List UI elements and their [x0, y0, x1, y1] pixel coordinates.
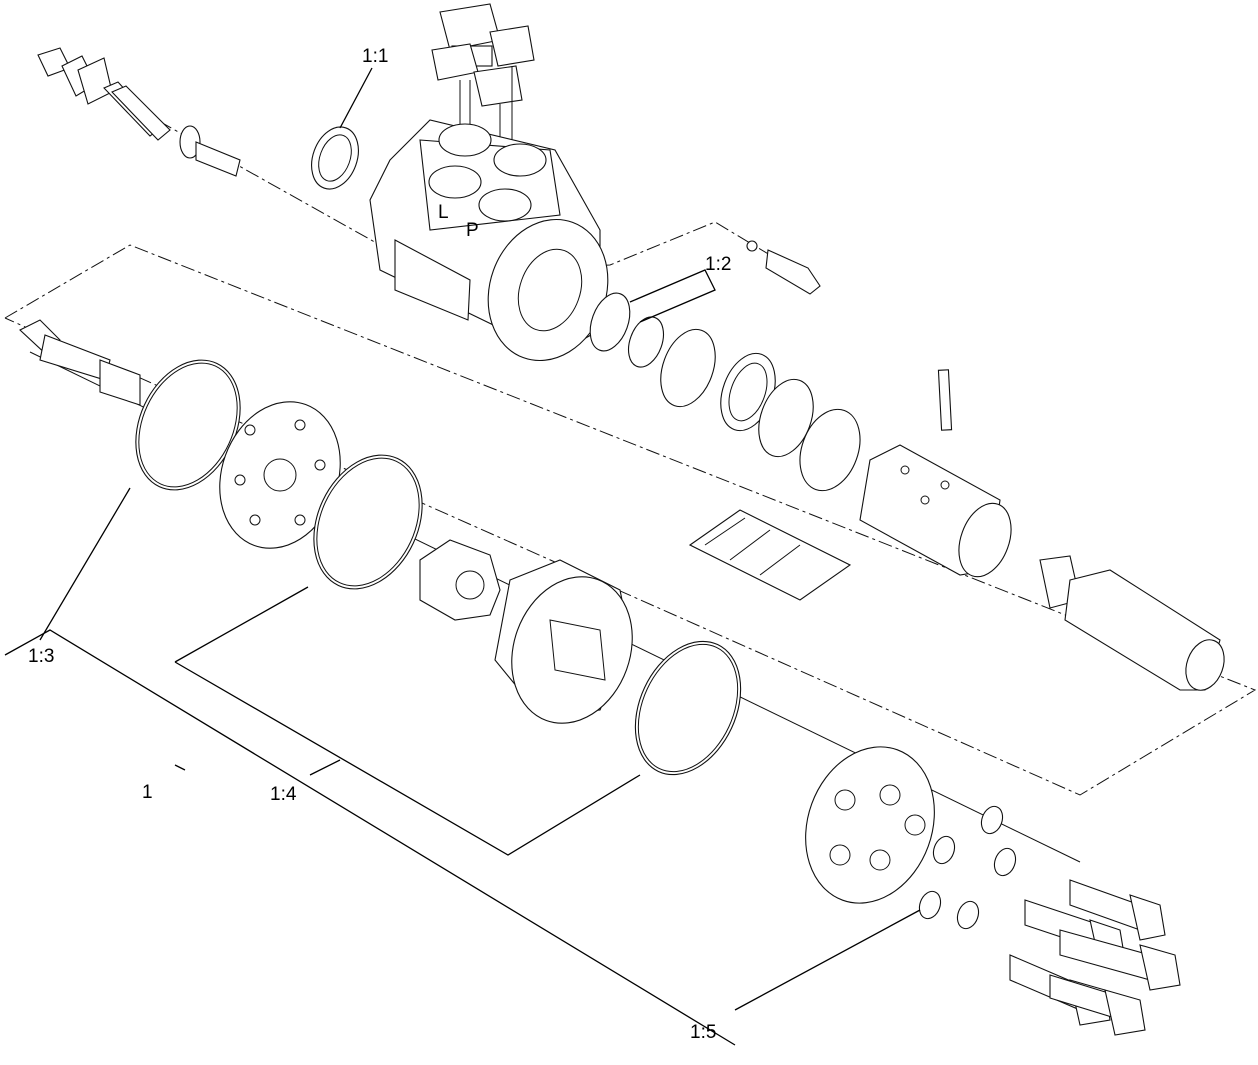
callout-1: 1: [142, 782, 153, 803]
cap-bolts: [1009, 879, 1181, 1036]
o-ring-1-4-lower: [634, 640, 742, 776]
callout-1-5: 1:5: [690, 1022, 716, 1043]
drive-spool: [1039, 555, 1225, 691]
gerotor-rotor: [419, 539, 501, 621]
o-rings-1-5: [918, 805, 1017, 930]
drive-shaft: [19, 319, 141, 406]
svg-text:P: P: [466, 220, 479, 241]
seal-ring-1-2: [589, 292, 665, 368]
check-ball-and-pin: [746, 240, 821, 295]
o-ring-1-4-upper: [313, 454, 423, 590]
callout-1-2: 1:2: [705, 254, 731, 275]
bearing-washers: [660, 328, 861, 492]
leader-lines: [4, 67, 921, 1046]
callout-1-4: 1:4: [270, 784, 297, 805]
spool-sleeve: [859, 369, 1012, 578]
svg-text:L: L: [438, 202, 449, 223]
end-cap: [805, 746, 935, 904]
relief-valve-parts: [37, 47, 241, 177]
callout-1-1: 1:1: [362, 46, 388, 67]
main-housing: L P: [369, 119, 609, 362]
centering-springs: [688, 509, 852, 601]
callout-labels: 1:1 1:2 1:3 1 1:4 1:5: [28, 46, 731, 1043]
port-plugs: [431, 3, 535, 150]
callout-1-3: 1:3: [28, 646, 54, 667]
seal-ring-1-1: [311, 126, 359, 190]
gerotor-stator: [494, 559, 633, 724]
